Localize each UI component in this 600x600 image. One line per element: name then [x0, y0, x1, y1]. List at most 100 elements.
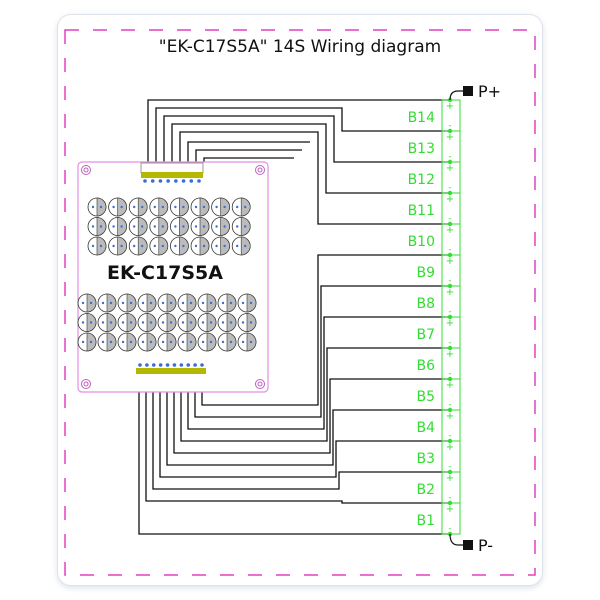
p-minus-label: P-	[478, 536, 493, 555]
cell-plus-sign: +	[446, 411, 454, 422]
cell-label: B11	[408, 203, 435, 219]
cell-minus-sign: -	[448, 369, 451, 379]
balance-resistor-pad	[149, 321, 153, 324]
balance-resistor-pad	[244, 205, 247, 209]
cell-outline	[441, 502, 461, 535]
connector-pin	[174, 179, 178, 183]
wire	[201, 254, 450, 406]
battery-cell: +-B1	[416, 502, 461, 535]
cell-label: B8	[416, 296, 435, 312]
battery-cell: + - B14	[408, 99, 461, 132]
cell-minus-sign: -	[448, 400, 451, 410]
balance-resistor-pad	[133, 244, 136, 248]
battery-cell: +-B8	[416, 285, 461, 318]
cell-minus-sign: -	[448, 276, 451, 286]
mounting-hole-icon	[83, 381, 89, 387]
mounting-hole-icon	[83, 167, 89, 173]
wire	[147, 99, 450, 170]
cell-minus-sign: -	[448, 245, 451, 255]
balance-resistor-pad	[241, 321, 245, 324]
balance-resistor-pad	[221, 340, 225, 344]
balance-resistor-pad	[189, 321, 193, 324]
cell-label: B3	[416, 451, 435, 467]
balance-resistor-pad	[202, 205, 206, 209]
balance-resistor-pad	[141, 205, 144, 209]
cell-minus-sign: -	[448, 431, 451, 441]
balance-resistor-pad	[129, 301, 133, 305]
balance-resistor-pad	[249, 321, 253, 324]
balance-resistor-pad	[244, 225, 247, 228]
p-plus-label: P+	[478, 82, 501, 101]
balance-resistor-pad	[181, 321, 185, 324]
balance-resistor-pad	[161, 340, 165, 344]
battery-cell: +-B4	[416, 409, 461, 442]
cell-label: B5	[416, 389, 435, 405]
cell-plus-sign: +	[446, 101, 454, 112]
balance-resistor-pad	[194, 205, 198, 209]
cell-minus-sign: -	[448, 152, 451, 162]
balance-resistor-pad	[201, 321, 205, 324]
balance-resistor-pad	[215, 205, 218, 209]
balance-resistor-pad	[161, 225, 164, 228]
battery-stack: +-B14+-B13+-B12+-B11+-B10+-B9+-B8+-B7+-B…	[408, 99, 461, 535]
mounting-hole-icon	[81, 165, 91, 175]
battery-cell: +-B6	[416, 347, 461, 380]
balance-resistor-pad	[99, 225, 103, 228]
cell-plus-sign: +	[446, 473, 454, 484]
balance-resistor-pad	[89, 321, 93, 324]
balance-resistor-pad	[153, 244, 156, 248]
connector-pin	[165, 363, 170, 367]
cell-label: B1	[416, 513, 435, 529]
balance-resistor-pad	[174, 225, 177, 228]
balance-resistor-pad	[133, 225, 136, 228]
balance-resistor-pad	[194, 244, 198, 248]
wire	[179, 131, 450, 225]
cell-label: B2	[416, 482, 435, 498]
connector-pin	[172, 363, 177, 367]
connector-pin	[181, 179, 186, 183]
balance-resistor-pad	[241, 301, 245, 305]
connector-pin	[189, 179, 194, 183]
balance-resistor-pad	[223, 244, 226, 248]
cell-minus-sign: -	[448, 338, 451, 348]
cell-plus-sign: +	[446, 380, 454, 391]
cell-label: B10	[408, 234, 435, 250]
wire	[171, 123, 450, 194]
board-model-label: EK-C17S5A	[107, 262, 223, 284]
cell-minus-sign: -	[448, 462, 451, 472]
balance-resistor-pad	[81, 301, 85, 305]
balance-resistor-pad	[99, 205, 103, 209]
balance-resistor-pad	[169, 301, 173, 305]
connector-pin	[150, 179, 155, 183]
balance-resistor-pad	[244, 244, 247, 248]
balance-resistor-pad	[161, 321, 165, 324]
balance-resistor-pad	[182, 205, 185, 209]
wire	[173, 372, 450, 454]
cell-plus-sign: +	[446, 132, 454, 143]
cell-plus-sign: +	[446, 256, 454, 267]
balance-resistor-pad	[109, 340, 113, 344]
balance-resistor-pad	[223, 225, 226, 228]
wire	[180, 347, 450, 442]
balance-resistor-pad	[89, 340, 93, 344]
balance-resistor-pad	[141, 225, 144, 228]
balance-resistor-pad	[120, 205, 123, 209]
cell-plus-sign: +	[446, 318, 454, 329]
connector-body	[136, 368, 206, 374]
balance-resistor-pad	[182, 225, 185, 228]
connector-pin	[166, 179, 170, 183]
balance-resistor-pad	[174, 205, 177, 209]
balance-resistor-pad	[112, 244, 115, 248]
dashed-frame	[64, 29, 536, 576]
balance-resistor-pad	[91, 205, 95, 209]
cell-plus-sign: +	[446, 225, 454, 236]
balance-resistor-pad	[109, 321, 113, 324]
cell-label: B14	[408, 110, 436, 126]
cell-label: B9	[416, 265, 435, 281]
wire	[187, 316, 450, 430]
balance-resistor-pad	[249, 301, 253, 305]
cell-plus-sign: +	[446, 349, 454, 360]
balance-resistor-pad	[120, 225, 123, 228]
cell-minus-sign: -	[448, 121, 451, 131]
balance-resistor-pad	[121, 301, 125, 305]
